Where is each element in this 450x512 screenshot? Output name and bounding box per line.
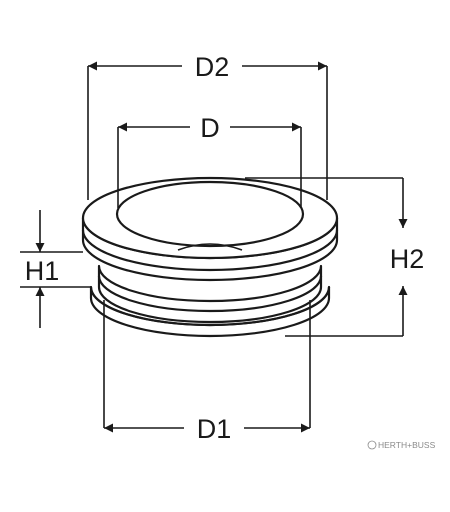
brand-watermark: HERTH+BUSS: [367, 440, 436, 450]
groove-edge: [97, 275, 323, 313]
bore-rim: [115, 180, 305, 248]
label-d1: D1: [197, 414, 232, 444]
dimension-lines: [35, 61, 408, 433]
grommet-part: [81, 176, 339, 338]
groove-band: [97, 264, 323, 324]
top-flange-edge: [81, 229, 339, 272]
watermark-text: HERTH+BUSS: [378, 440, 436, 450]
label-d: D: [200, 113, 220, 143]
label-h1: H1: [25, 256, 60, 286]
watermark-copyright-icon: [367, 440, 377, 450]
extension-lines: [20, 66, 403, 428]
label-d2: D2: [195, 52, 230, 82]
label-h2: H2: [390, 244, 425, 274]
bore-inner-wall: [177, 243, 243, 251]
